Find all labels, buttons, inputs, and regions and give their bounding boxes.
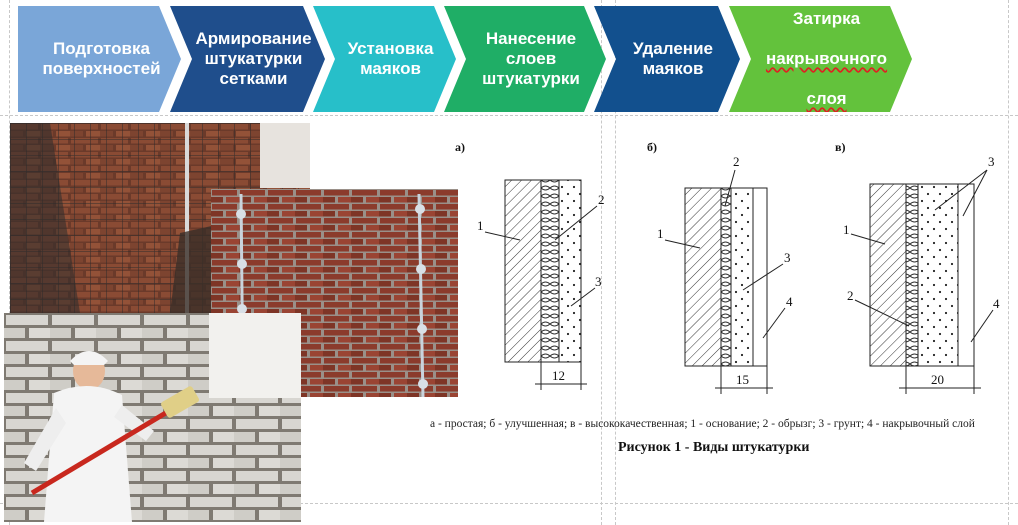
label-c-3: 3 bbox=[988, 154, 995, 169]
step-plaster-layers[interactable]: Нанесение слоев штукатурки bbox=[444, 6, 606, 112]
label-a-3: 3 bbox=[595, 274, 602, 289]
step-label: Удаление маяков bbox=[633, 39, 713, 78]
step-label-line: слоя bbox=[806, 89, 847, 108]
label-a-1: 1 bbox=[477, 218, 484, 233]
step-label-line: накрывочного bbox=[765, 49, 888, 68]
guide-line bbox=[601, 0, 602, 525]
step-label-line: Затирка bbox=[792, 9, 861, 28]
step-label: Подготовка поверхностей bbox=[42, 39, 161, 78]
step-beacon-removal[interactable]: Удаление маяков bbox=[594, 6, 740, 112]
panel-label-b: б) bbox=[647, 140, 657, 154]
step-beacon-installation[interactable]: Установка маяков bbox=[313, 6, 456, 112]
label-b-1: 1 bbox=[657, 226, 664, 241]
panel-label-c: в) bbox=[835, 140, 846, 154]
label-b-3: 3 bbox=[784, 250, 791, 265]
step-label: Нанесение слоев штукатурки bbox=[482, 29, 580, 88]
process-steps: Подготовка поверхностей Армирование штук… bbox=[0, 0, 1018, 120]
guide-line bbox=[1008, 0, 1009, 525]
step-finishing-coat[interactable]: Затирка накрывочного слоя bbox=[729, 6, 912, 112]
section-a bbox=[484, 179, 598, 390]
section-c bbox=[850, 169, 994, 394]
label-a-2: 2 bbox=[598, 192, 605, 207]
plaster-types-figure: а) б) в) bbox=[415, 128, 1018, 458]
guide-line bbox=[9, 0, 10, 525]
label-b-4: 4 bbox=[786, 294, 793, 309]
step-mesh-reinforcement[interactable]: Армирование штукатурки сетками bbox=[170, 6, 325, 112]
guide-line bbox=[0, 503, 1018, 504]
plaster-cross-sections bbox=[484, 169, 994, 394]
photo-beacon-installation bbox=[211, 189, 458, 397]
step-label: Армирование штукатурки сетками bbox=[195, 29, 312, 88]
section-b bbox=[664, 169, 786, 394]
guide-line bbox=[615, 0, 616, 525]
figure-legend: а - простая; б - улучшенная; в - высокок… bbox=[430, 418, 975, 430]
step-label: Затирка накрывочного слоя bbox=[740, 0, 901, 129]
photo-worker-plastering bbox=[4, 313, 301, 522]
panel-label-a: а) bbox=[455, 140, 465, 154]
dimension-b: 15 bbox=[736, 372, 749, 387]
step-surface-preparation[interactable]: Подготовка поверхностей bbox=[18, 6, 181, 112]
label-b-2: 2 bbox=[733, 154, 740, 169]
label-c-1: 1 bbox=[843, 222, 850, 237]
label-c-4: 4 bbox=[993, 296, 1000, 311]
dimension-a: 12 bbox=[552, 368, 565, 383]
figure-title: Рисунок 1 - Виды штукатурки bbox=[618, 440, 810, 455]
label-c-2: 2 bbox=[847, 288, 854, 303]
guide-line bbox=[0, 115, 1018, 116]
dimension-c: 20 bbox=[931, 372, 944, 387]
step-label: Установка маяков bbox=[347, 39, 434, 78]
